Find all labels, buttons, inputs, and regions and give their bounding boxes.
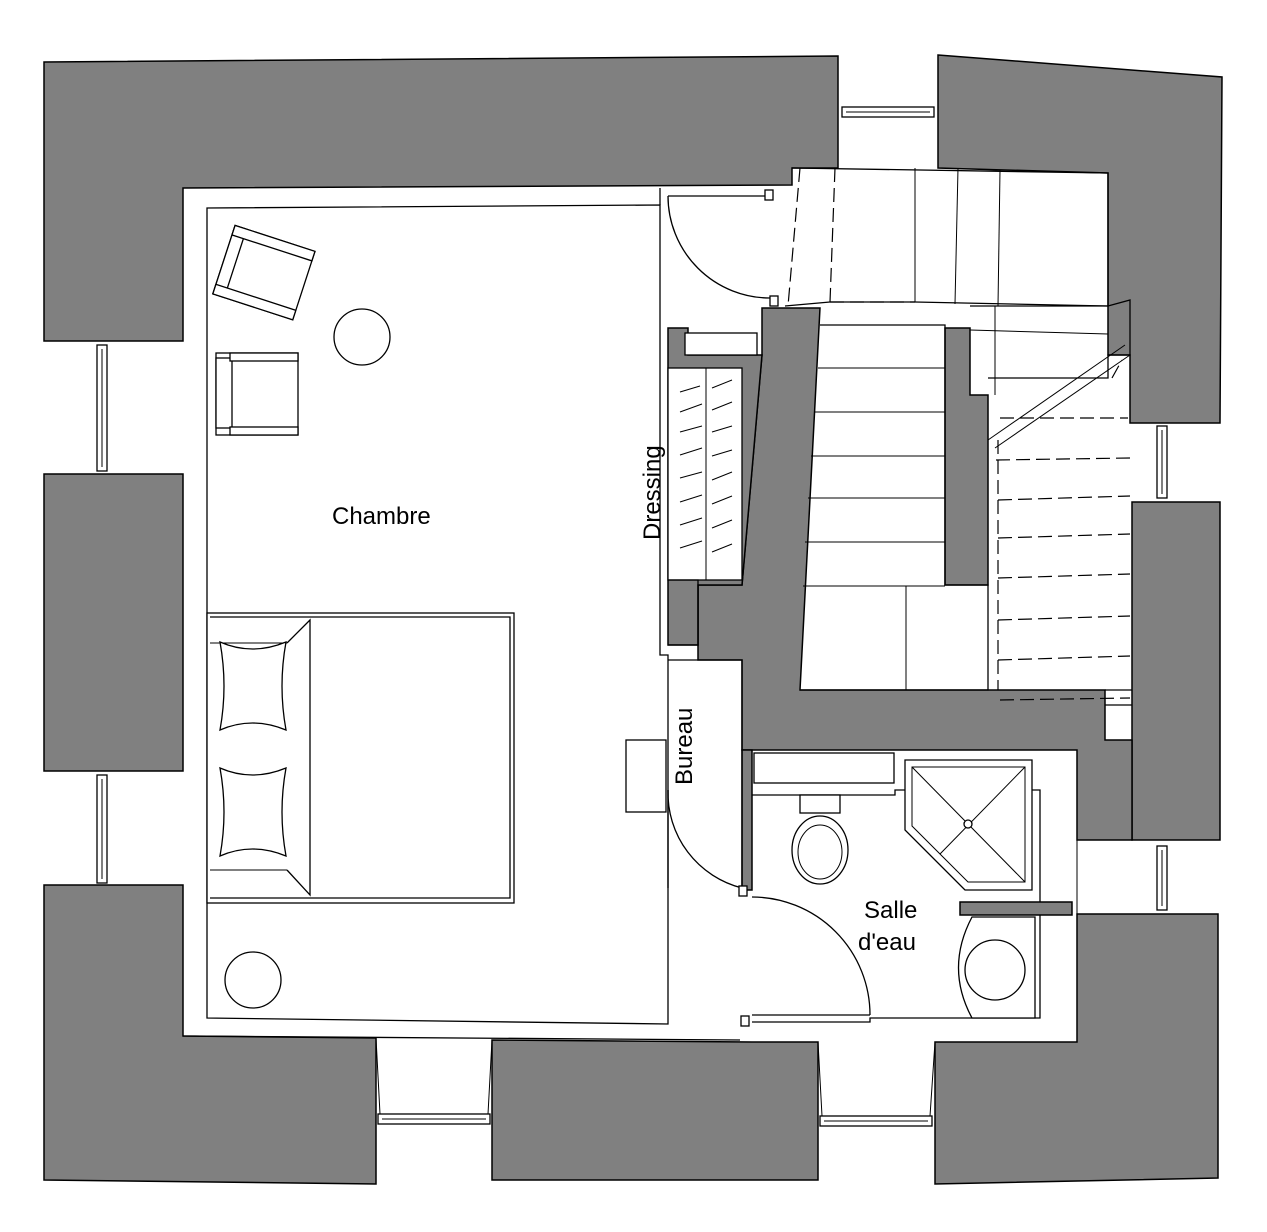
wall-stair-divider bbox=[944, 327, 989, 586]
armchair-top bbox=[212, 224, 316, 321]
label-bathroom-line2: d'eau bbox=[858, 929, 916, 956]
dressing-cabinet bbox=[667, 367, 743, 581]
double-bed bbox=[206, 612, 515, 904]
desk-chair bbox=[625, 739, 667, 813]
entry-door-swing bbox=[667, 195, 771, 299]
dressing-hangers bbox=[679, 379, 733, 553]
stair-right-outline bbox=[970, 299, 1131, 379]
staircase bbox=[784, 167, 1132, 706]
dressing-shelf bbox=[684, 332, 758, 356]
armchair-middle bbox=[215, 352, 299, 436]
stair-upper-outline bbox=[784, 167, 1109, 307]
bath-counter bbox=[753, 752, 895, 784]
doors bbox=[667, 189, 871, 1027]
label-dressing: Dressing bbox=[639, 445, 666, 540]
desk-alcove-outline bbox=[668, 659, 743, 890]
bedroom-inner-edge bbox=[182, 188, 741, 1041]
label-bedroom: Chambre bbox=[332, 503, 431, 530]
outer-walls bbox=[43, 54, 1223, 1185]
pillow-lower bbox=[219, 766, 287, 858]
side-table-round bbox=[333, 308, 391, 366]
wall-right-middle bbox=[1131, 501, 1221, 841]
bedroom-furniture bbox=[206, 224, 515, 1009]
pillow-upper bbox=[219, 640, 287, 732]
wall-bottom-left bbox=[43, 884, 377, 1185]
wall-top-right bbox=[937, 54, 1223, 424]
bathroom-fixtures bbox=[753, 752, 1036, 1019]
wall-top-left bbox=[43, 55, 839, 342]
bathroom-outline bbox=[752, 789, 1041, 1023]
room-outlines bbox=[182, 188, 1041, 1041]
wall-bottom-right bbox=[934, 913, 1219, 1185]
wall-bottom-middle bbox=[491, 1039, 819, 1181]
wall-bath-divider bbox=[959, 901, 1073, 916]
desk-door-swing bbox=[667, 789, 743, 889]
stair-main-outline bbox=[800, 324, 989, 691]
washbasin bbox=[957, 916, 1036, 1019]
wall-bath-left bbox=[741, 749, 753, 891]
toilet bbox=[791, 794, 849, 885]
windows bbox=[96, 106, 1168, 1127]
room-labels: Chambre Dressing Bureau Salle d'eau bbox=[332, 445, 917, 956]
label-desk: Bureau bbox=[671, 708, 698, 785]
wall-left-middle bbox=[43, 473, 184, 772]
side-table-round-lower bbox=[224, 951, 282, 1009]
dressing-wardrobe bbox=[667, 332, 758, 646]
label-bathroom-line1: Salle bbox=[864, 897, 917, 924]
bath-door-swing bbox=[751, 896, 871, 1016]
shower-tray bbox=[904, 759, 1033, 891]
